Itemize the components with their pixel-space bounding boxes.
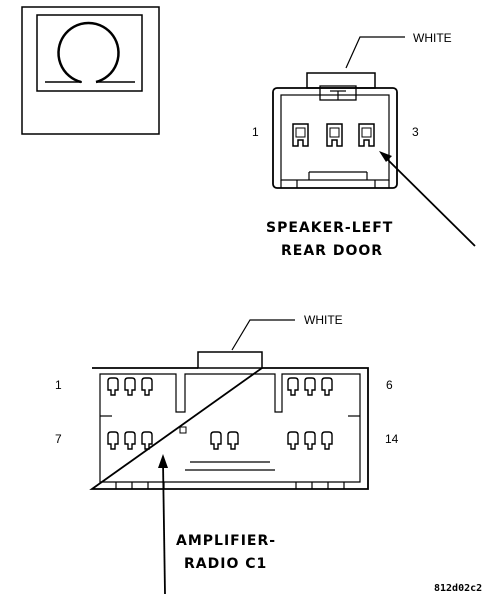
amplifier-pin-14-label: 14	[385, 432, 399, 446]
amplifier-connector	[89, 319, 369, 595]
figure-code: 812d02c2	[434, 583, 482, 594]
amplifier-pin-6-label: 6	[386, 378, 393, 392]
speaker-pin-3-label: 3	[412, 125, 419, 139]
amplifier-title-line2: RADIO C1	[184, 556, 267, 572]
amplifier-title-line1: AMPLIFIER-	[176, 533, 276, 549]
amplifier-pin-7-label: 7	[55, 432, 62, 446]
connector-view-icon	[21, 6, 160, 135]
speaker-connector	[272, 36, 476, 247]
speaker-pin-1-label: 1	[252, 125, 259, 139]
speaker-title-line1: SPEAKER-LEFT	[266, 220, 393, 236]
amplifier-color-label: WHITE	[304, 313, 343, 327]
speaker-title-line2: REAR DOOR	[281, 243, 383, 259]
amplifier-pin-1-label: 1	[55, 378, 62, 392]
speaker-color-label: WHITE	[413, 31, 452, 45]
